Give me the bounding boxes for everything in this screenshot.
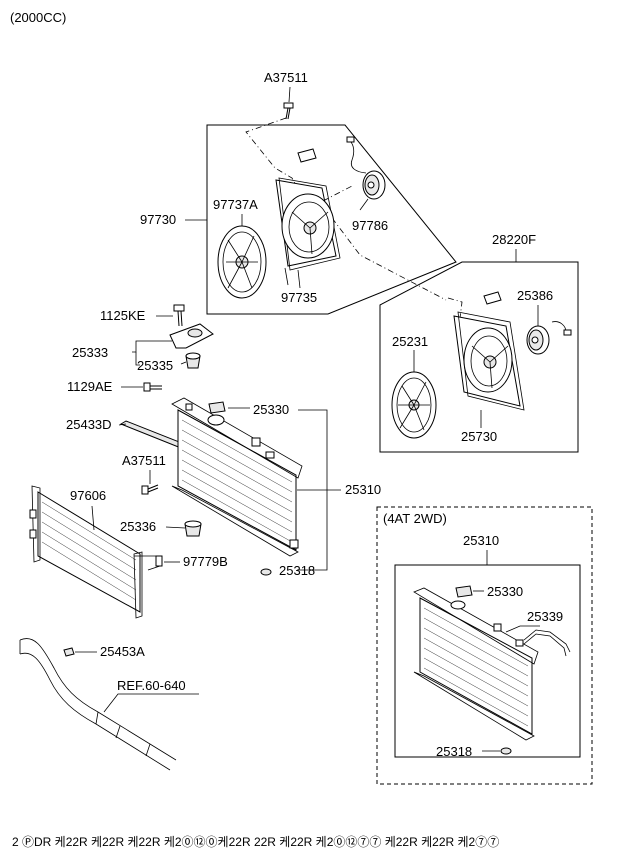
callout-25231: 25231 xyxy=(392,334,428,349)
callout-25330: 25330 xyxy=(253,402,289,417)
engine-label: (2000CC) xyxy=(10,10,66,25)
variant-callout-25318: 25318 xyxy=(436,744,472,759)
callout-ref-60-640: REF.60-640 xyxy=(117,678,186,693)
variant-cap-25330 xyxy=(455,585,473,598)
variant-callout-25330: 25330 xyxy=(487,584,523,599)
callout-25335: 25335 xyxy=(137,358,173,373)
callout-25453a: 25453A xyxy=(100,644,145,659)
variant-radiator-25310 xyxy=(413,587,539,741)
bolt-a37511-mid xyxy=(141,484,159,495)
callout-25433d: 25433D xyxy=(66,417,112,432)
callout-a37511-top: A37511 xyxy=(264,70,308,85)
variant-title: (4AT 2WD) xyxy=(383,511,447,526)
variant-callout-25339: 25339 xyxy=(527,609,563,624)
variant-frame xyxy=(376,506,593,785)
callout-25333: 25333 xyxy=(72,345,108,360)
bracket-97779b xyxy=(134,555,163,571)
variant-4at-2wd: (4AT 2WD) 25310 25330 25339 xyxy=(376,506,593,785)
callout-25730: 25730 xyxy=(461,429,497,444)
callout-97730: 97730 xyxy=(140,212,176,227)
condenser-97606 xyxy=(29,485,143,619)
clip-icon xyxy=(297,148,317,163)
callout-97786: 97786 xyxy=(352,218,388,233)
callout-25336: 25336 xyxy=(120,519,156,534)
callout-28220f: 28220F xyxy=(492,232,536,247)
fan-assembly-1-frame xyxy=(206,124,457,315)
fan-97737a xyxy=(217,225,267,299)
drain-plug-25318 xyxy=(260,568,272,576)
variant-hose-25339 xyxy=(523,629,571,653)
callout-97606: 97606 xyxy=(70,488,106,503)
bolt-1129ae xyxy=(143,382,162,392)
callout-1129ae: 1129AE xyxy=(67,379,113,394)
callout-25318: 25318 xyxy=(279,563,315,578)
insulator-25335 xyxy=(185,352,201,369)
variant-drain-plug-25318 xyxy=(500,747,512,755)
shroud-97735 xyxy=(275,177,341,286)
bolt-a37511-top xyxy=(283,102,294,120)
cap-25330 xyxy=(208,401,226,414)
bolt-1125ke xyxy=(173,304,185,327)
insulator-25336 xyxy=(184,520,202,537)
fan-25231 xyxy=(391,371,437,439)
hose-25453a xyxy=(19,638,177,771)
variant-inner-frame xyxy=(394,564,581,758)
fan-assembly-2-frame xyxy=(379,261,579,453)
fan-assembly-group-2: 28220F 25386 25730 xyxy=(379,232,579,453)
callout-1125ke: 1125KE xyxy=(100,308,146,323)
callout-25310: 25310 xyxy=(345,482,381,497)
callout-a37511-mid: A37511 xyxy=(122,453,166,468)
motor-97786 xyxy=(346,136,386,200)
footer-text: 2 ⓅDR 케22R 케22R 케22R 케2⓪⑫⓪케22R 22R 케22R … xyxy=(12,835,499,848)
callout-97737a: 97737A xyxy=(213,197,258,212)
clip-icon xyxy=(483,291,502,305)
fan-assembly-group-1: A37511 97786 97735 xyxy=(140,70,457,315)
callout-97779b: 97779B xyxy=(183,554,228,569)
shroud-25730 xyxy=(453,311,525,411)
callout-25386: 25386 xyxy=(517,288,553,303)
variant-callout-25310: 25310 xyxy=(463,533,499,548)
radiator-25310 xyxy=(171,397,303,557)
callout-97735: 97735 xyxy=(281,290,317,305)
motor-25386 xyxy=(526,321,572,355)
